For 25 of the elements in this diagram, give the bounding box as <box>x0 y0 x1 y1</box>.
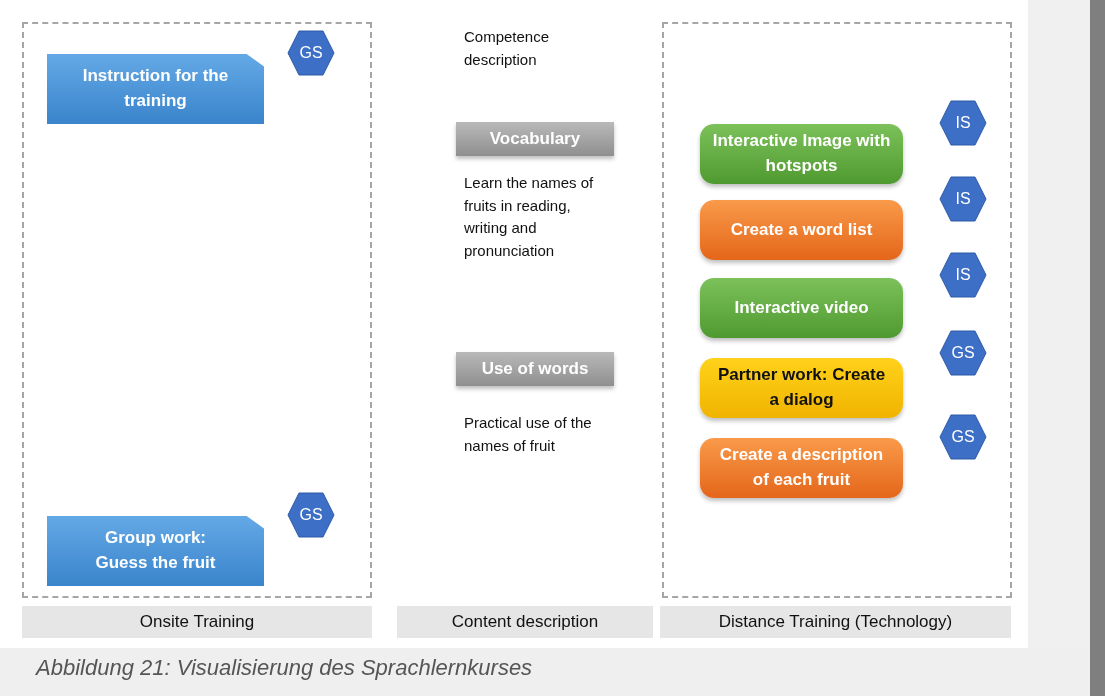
activity-tile: Create a description of each fruit <box>700 438 903 498</box>
description-text: Competence description <box>464 27 551 70</box>
column-header: Content description <box>397 606 653 638</box>
description-text: Practical use of the names of fruit <box>464 413 593 456</box>
dashed-region <box>662 22 1012 598</box>
description-text: Learn the names of fruits in reading, writing and pronunciation <box>464 173 595 261</box>
activity-tile: Interactive video <box>700 278 903 338</box>
activity-tile: Interactive Image with hotspots <box>700 124 903 184</box>
hexagon-tag: IS <box>939 252 987 298</box>
figure-caption: Abbildung 21: Visualisierung des Sprachlernkurses <box>36 655 533 681</box>
hexagon-tag: GS <box>939 330 987 376</box>
hexagon-tag: IS <box>939 100 987 146</box>
activity-tile: Create a word list <box>700 200 903 260</box>
activity-card: Instruction for the training <box>47 54 264 124</box>
topic-heading: Use of words <box>456 352 614 386</box>
activity-tile: Partner work: Create a dialog <box>700 358 903 418</box>
hexagon-tag: GS <box>939 414 987 460</box>
column-header: Distance Training (Technology) <box>660 606 1011 638</box>
column-header: Onsite Training <box>22 606 372 638</box>
activity-card: Group work: Guess the fruit <box>47 516 264 586</box>
hexagon-tag: GS <box>287 30 335 76</box>
dashed-region <box>22 22 372 598</box>
hexagon-tag: GS <box>287 492 335 538</box>
topic-heading: Vocabulary <box>456 122 614 156</box>
hexagon-tag: IS <box>939 176 987 222</box>
